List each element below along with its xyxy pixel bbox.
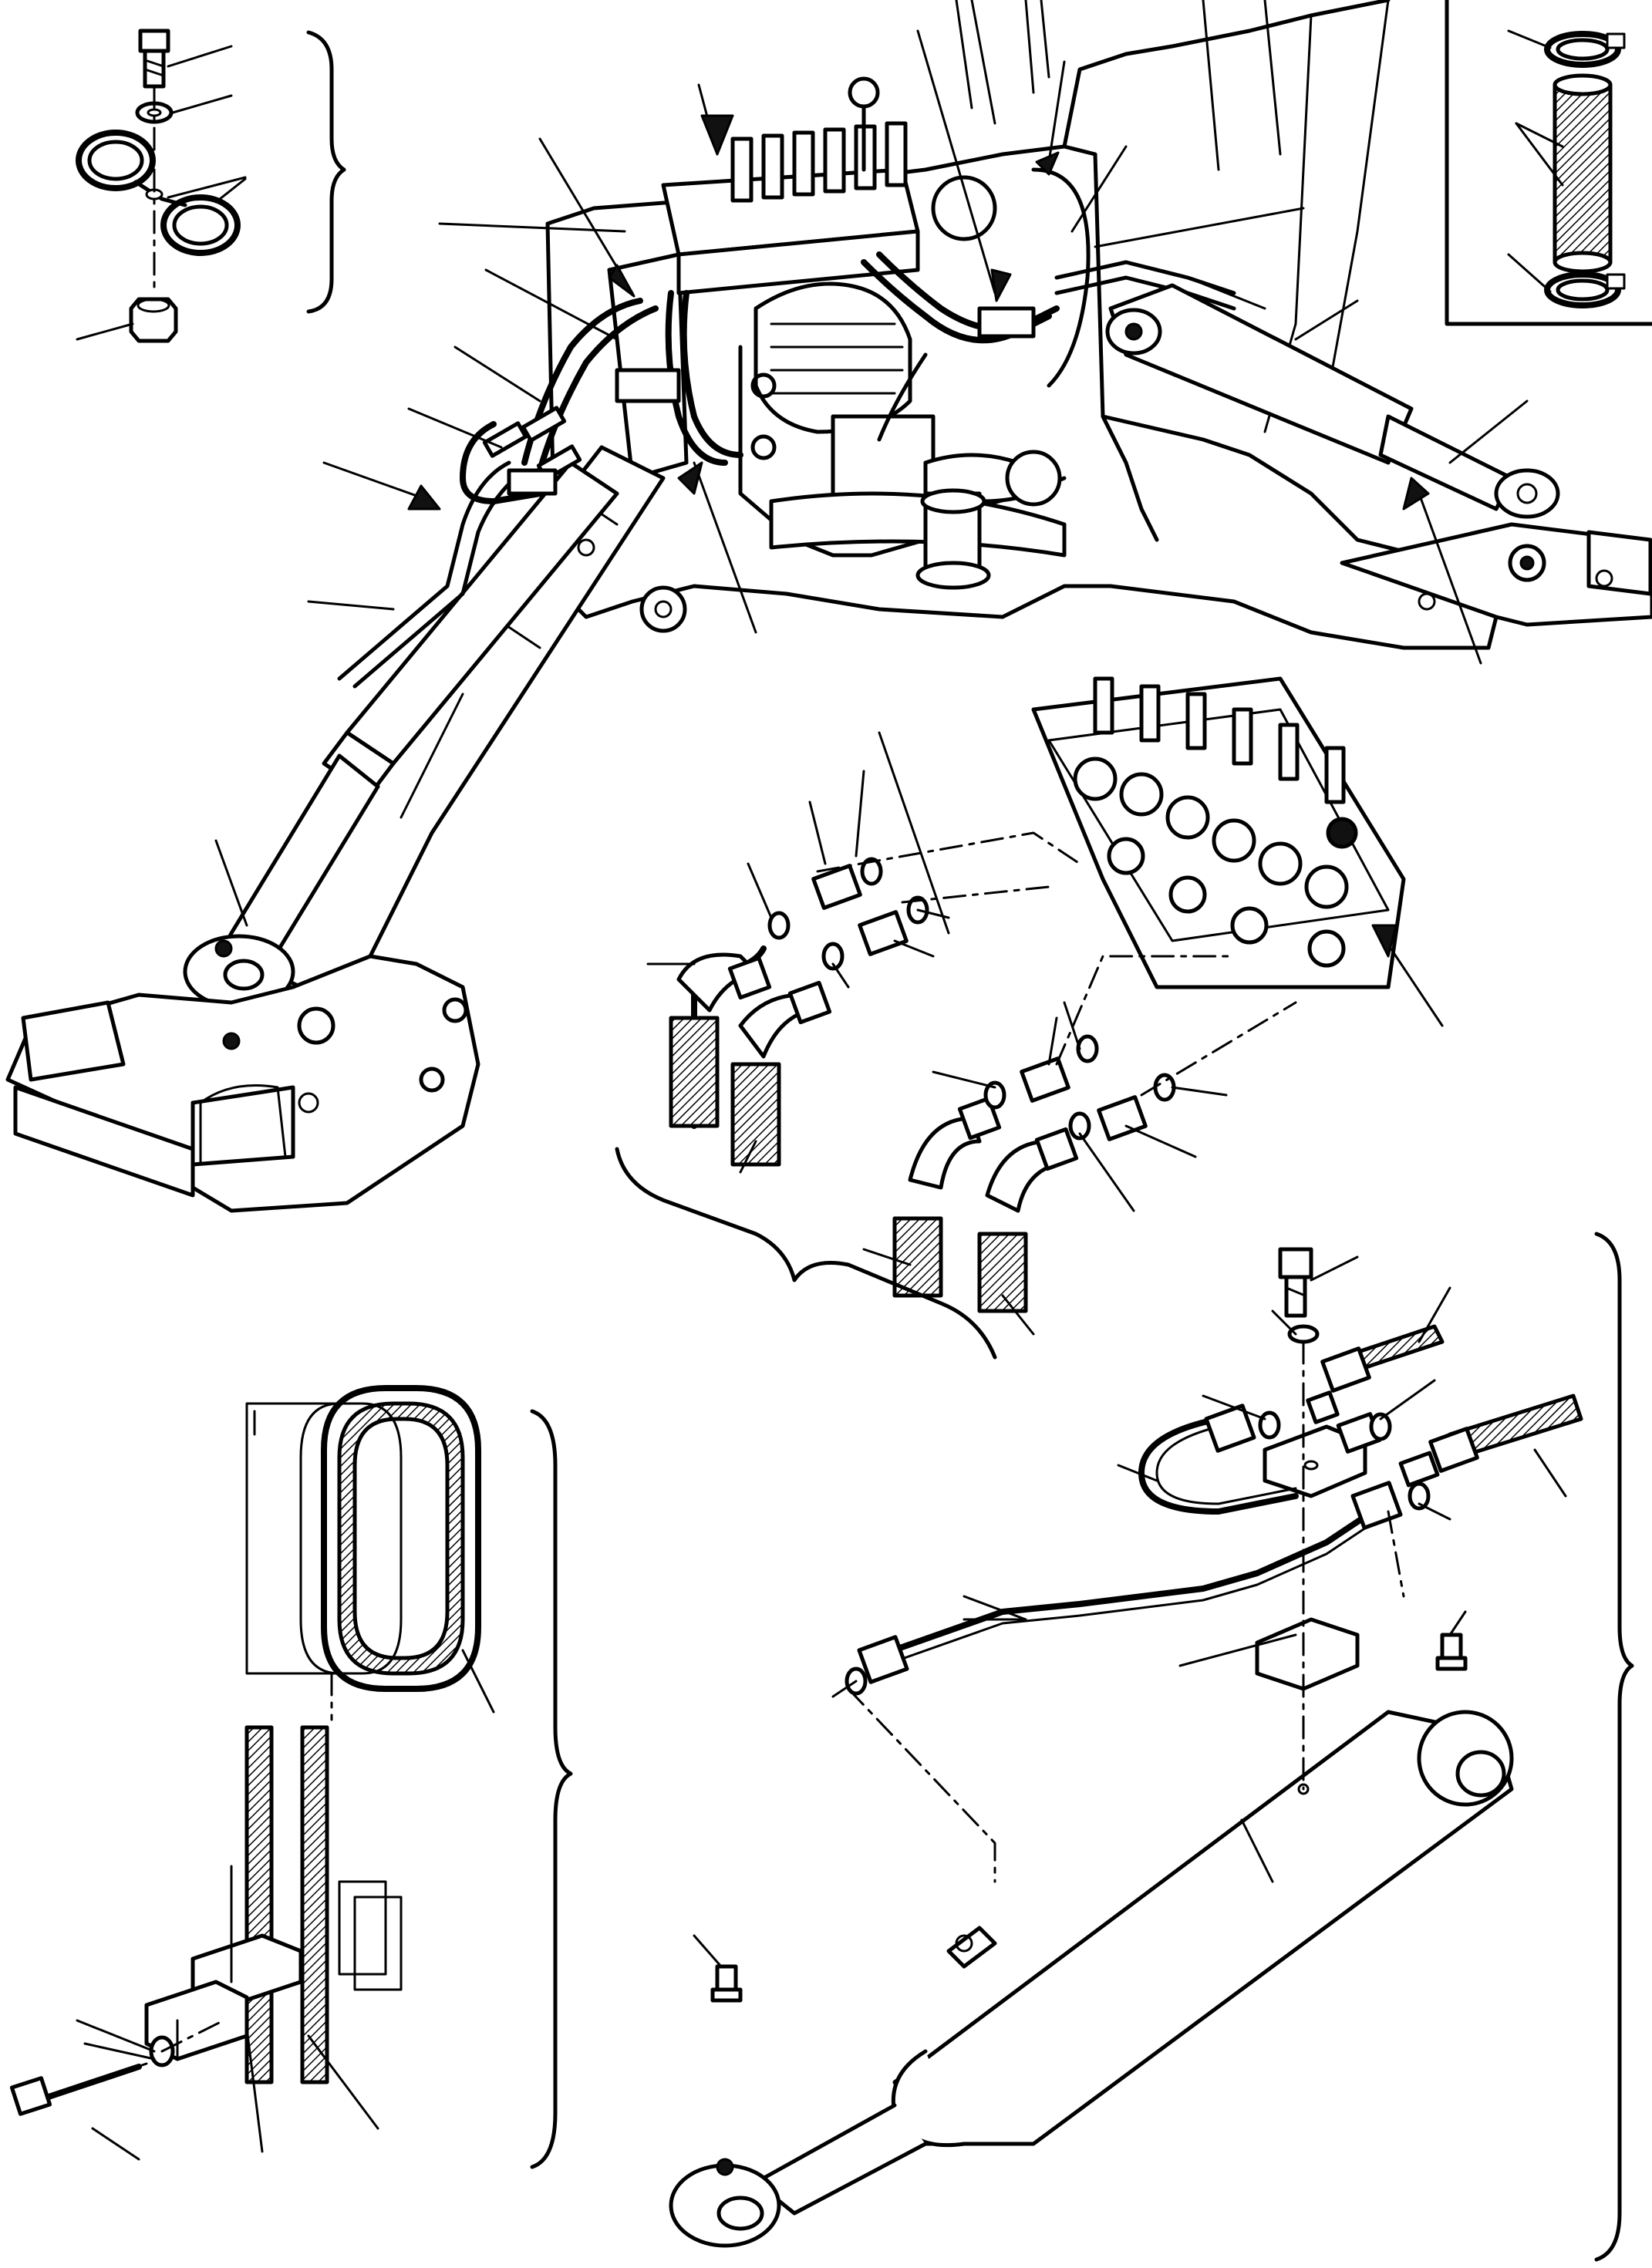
bolt-icon xyxy=(9,2062,148,2116)
dashboard-bracket-icon xyxy=(230,1865,403,1991)
hose-clamp-icon xyxy=(76,130,241,256)
sleeve-icon xyxy=(1553,73,1613,274)
hose-icon xyxy=(244,1725,329,2084)
clamp-kit-group xyxy=(76,29,346,343)
hose-sleeve-kit-group xyxy=(1445,0,1652,326)
connection-lines xyxy=(816,831,1297,1097)
callout-leaders-bottom xyxy=(693,1255,1567,1968)
control-valve-detail-icon xyxy=(1031,676,1406,989)
control-valve-icon xyxy=(661,76,920,295)
hose-clamp-icon xyxy=(1544,271,1626,308)
nut-icon xyxy=(129,297,178,343)
connection-lines xyxy=(847,1340,1405,1883)
clamp-block-icon xyxy=(144,1933,303,2061)
swing-cylinder-icon xyxy=(1105,276,1560,519)
arm-pipes-icon xyxy=(337,406,582,689)
grease-nipple-icon xyxy=(710,1633,1468,2003)
clamp-block-icon xyxy=(1255,1424,1367,1691)
bolt-icon xyxy=(138,29,170,89)
valve-fittings-kit-group xyxy=(615,676,1444,1360)
hose-icon xyxy=(892,1096,1002,1298)
cylinder-pipes-kit-group xyxy=(669,1232,1634,2262)
hose-icon xyxy=(669,945,772,1129)
callout-leaders-middle xyxy=(646,770,1444,1336)
cylinder-icon xyxy=(669,1710,1514,2248)
stabilizer-pad-icon xyxy=(5,954,480,1213)
backhoe-assembly xyxy=(5,0,1652,1213)
hose-clamp-icon xyxy=(1544,31,1626,68)
adapter-icon xyxy=(1306,1390,1382,1454)
hose-icon xyxy=(730,980,832,1167)
boom-arm-icon xyxy=(252,445,666,997)
hose-icon xyxy=(1320,1324,1583,1488)
boom-cylinder-icon xyxy=(183,460,619,1009)
washer-icon xyxy=(1287,1324,1320,1344)
hose-guide-kit-group xyxy=(9,1385,573,2169)
guide-ring-icon xyxy=(299,1385,481,1692)
bolt-icon xyxy=(1278,1247,1313,1318)
adapter-icon xyxy=(811,864,909,956)
hose-bundle-icon xyxy=(521,251,1236,473)
arrows-top xyxy=(407,114,1430,511)
hose-icon xyxy=(977,1127,1079,1313)
